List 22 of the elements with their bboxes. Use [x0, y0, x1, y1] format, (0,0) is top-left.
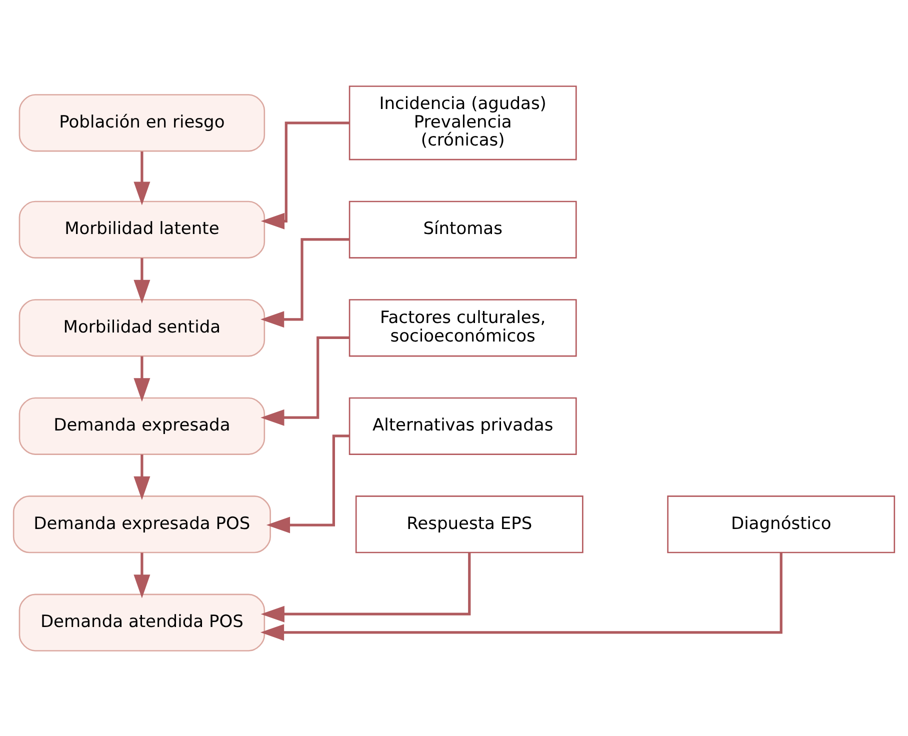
node-box: Diagnóstico: [667, 495, 896, 553]
arrow: [260, 336, 350, 426]
node-box: Alternativas privadas: [348, 396, 577, 454]
arrow: [134, 552, 150, 598]
arrow: [260, 238, 350, 328]
node-box: Síntomas: [348, 200, 577, 258]
arrow: [134, 258, 150, 304]
node-box: Población en riesgo: [18, 94, 266, 152]
node-box: Morbilidad sentida: [18, 298, 266, 356]
arrow: [134, 356, 150, 402]
node-box: Demanda expresada: [18, 396, 266, 454]
node-box: Incidencia (agudas) Prevalencia (crónicas): [348, 85, 577, 160]
arrow: [260, 552, 782, 640]
arrow: [134, 454, 150, 500]
node-box: Respuesta EPS: [355, 495, 584, 553]
arrow: [260, 552, 471, 622]
node-box: Factores culturales, socioeconómicos: [348, 298, 577, 356]
node-box: Demanda expresada POS: [12, 495, 271, 553]
node-box: Demanda atendida POS: [18, 593, 266, 651]
arrow: [260, 121, 350, 229]
arrow: [134, 151, 150, 205]
node-box: Morbilidad latente: [18, 200, 266, 258]
